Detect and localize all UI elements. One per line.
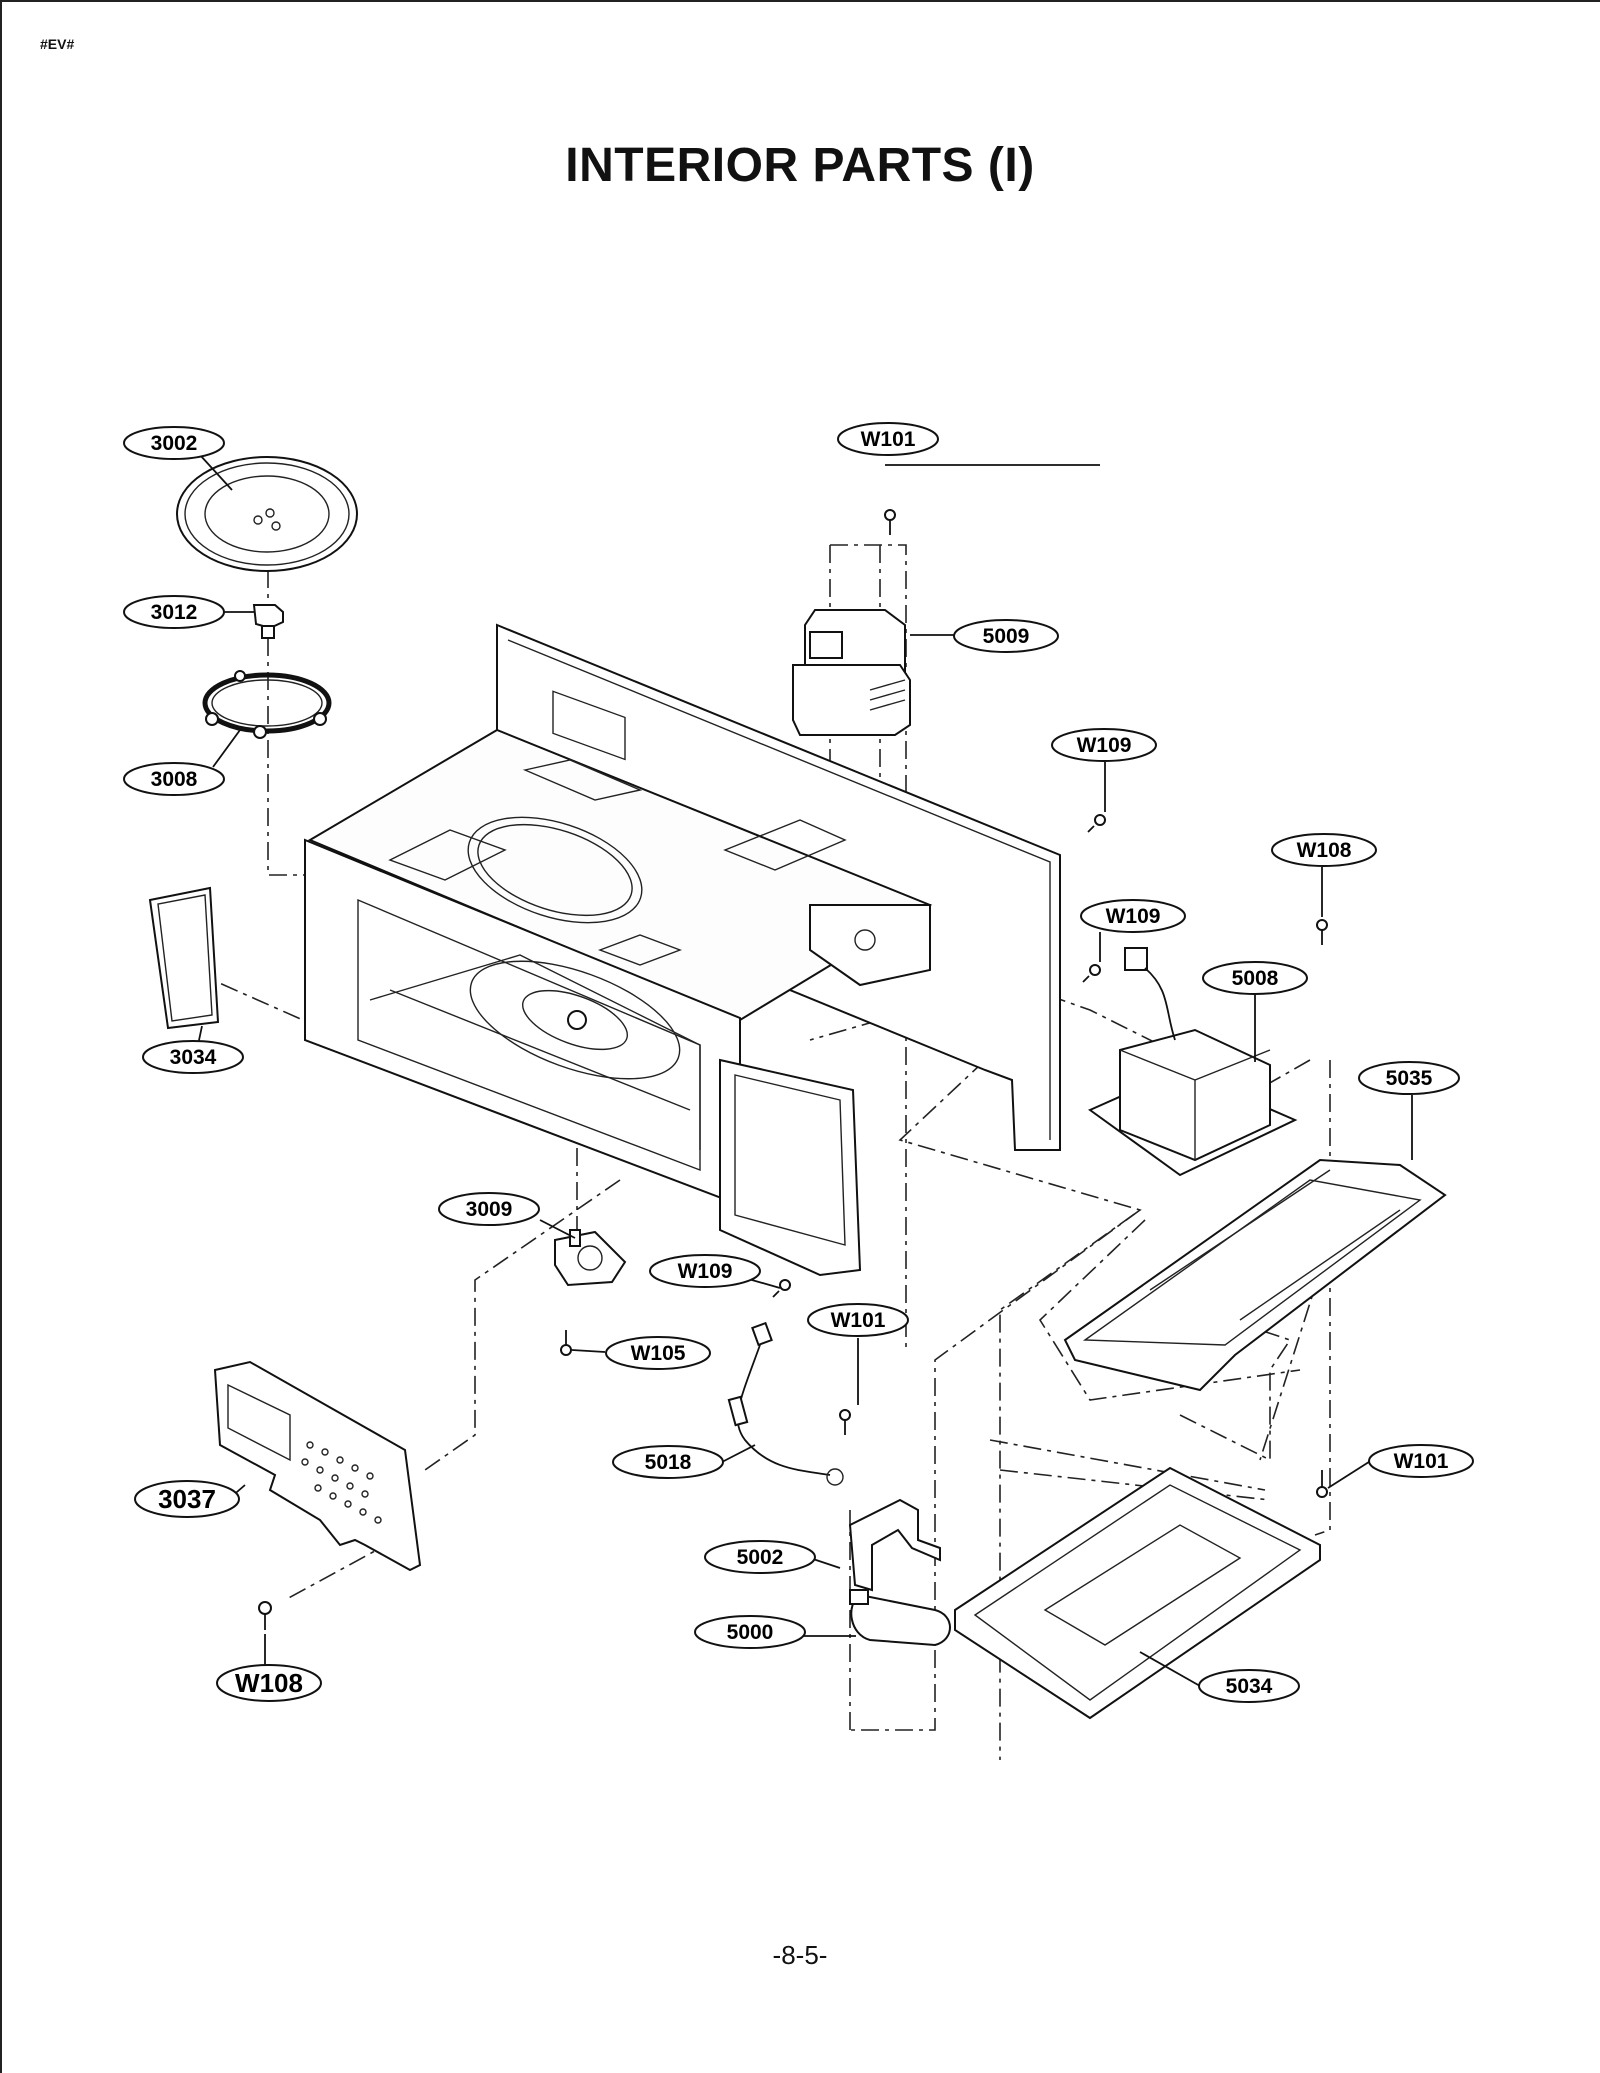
- screw-w101-top: [884, 509, 896, 535]
- corner-tag: #EV#: [40, 36, 75, 52]
- callout-3009: 3009: [438, 1192, 540, 1226]
- callout-3034: 3034: [142, 1040, 244, 1074]
- page-number: -8-5-: [772, 1940, 828, 1970]
- callout-w105: W105: [605, 1336, 711, 1370]
- callout-w108-right: W108: [1271, 833, 1377, 867]
- coupler: [252, 604, 284, 639]
- choke-cover-panel: [213, 1360, 422, 1572]
- svg-text:3037: 3037: [158, 1484, 216, 1514]
- svg-text:W109: W109: [1106, 905, 1161, 928]
- page-title: INTERIOR PARTS (I): [565, 139, 1035, 192]
- callout-w101-right: W101: [1368, 1444, 1474, 1478]
- svg-text:3009: 3009: [466, 1198, 513, 1221]
- svg-text:3008: 3008: [151, 768, 198, 791]
- roller-ring: [202, 670, 332, 739]
- callout-leader-lines: [197, 454, 1413, 1687]
- screw-w109-lower: [772, 1279, 791, 1298]
- screw-w101-mid: [839, 1409, 851, 1435]
- screw-w108-right: [1316, 919, 1328, 945]
- callout-3002: 3002: [123, 426, 225, 460]
- screw-w109-upper: [1087, 814, 1106, 833]
- svg-text:3012: 3012: [151, 601, 198, 624]
- base-frame: [1063, 1158, 1447, 1392]
- callout-5035: 5035: [1358, 1061, 1460, 1095]
- callout-5000: 5000: [694, 1615, 806, 1649]
- callout-5009: 5009: [953, 619, 1059, 653]
- screw-w109-mid: [1082, 964, 1101, 983]
- callout-3008: 3008: [123, 762, 225, 796]
- svg-text:5009: 5009: [983, 625, 1030, 648]
- svg-text:3034: 3034: [170, 1046, 217, 1069]
- svg-text:5034: 5034: [1226, 1675, 1273, 1698]
- callout-5034: 5034: [1198, 1669, 1300, 1703]
- svg-text:W109: W109: [1077, 734, 1132, 757]
- callout-w109-mid: W109: [1080, 899, 1186, 933]
- screw-w105: [560, 1330, 572, 1356]
- svg-text:3002: 3002: [151, 432, 198, 455]
- callout-3012: 3012: [123, 595, 225, 629]
- callout-w101-top: W101: [837, 422, 939, 456]
- svg-text:5000: 5000: [727, 1621, 774, 1644]
- callout-5008: 5008: [1202, 961, 1308, 995]
- wire-harness: [727, 1321, 844, 1486]
- svg-text:W101: W101: [861, 428, 916, 451]
- svg-text:5002: 5002: [737, 1546, 784, 1569]
- svg-text:5035: 5035: [1386, 1067, 1433, 1090]
- capacitor-bracket: [848, 1498, 941, 1592]
- screw-w101-right: [1316, 1470, 1328, 1498]
- waveguide-cover: [148, 886, 220, 1030]
- oven-cavity: [304, 623, 1061, 1277]
- callout-w109-upper: W109: [1051, 728, 1157, 762]
- hv-capacitor: [849, 1589, 951, 1647]
- svg-text:W101: W101: [1394, 1450, 1449, 1473]
- callout-w108-left: W108: [216, 1664, 322, 1702]
- screws: [258, 509, 1328, 1630]
- svg-text:5018: 5018: [645, 1451, 692, 1474]
- turntable-motor: [554, 1229, 627, 1287]
- magnetron: [792, 609, 911, 736]
- svg-text:W105: W105: [631, 1342, 686, 1365]
- svg-text:5008: 5008: [1232, 967, 1279, 990]
- svg-text:W109: W109: [678, 1260, 733, 1283]
- screw-w108-left: [258, 1601, 272, 1630]
- svg-text:W101: W101: [831, 1309, 886, 1332]
- callout-w109-lower: W109: [649, 1254, 761, 1288]
- base-plate: [954, 1466, 1321, 1720]
- callout-3037: 3037: [134, 1480, 240, 1518]
- callout-w101-mid: W101: [807, 1303, 909, 1337]
- svg-text:W108: W108: [235, 1668, 303, 1698]
- svg-text:W108: W108: [1297, 839, 1352, 862]
- callout-5002: 5002: [704, 1540, 816, 1574]
- callout-5018: 5018: [612, 1445, 724, 1479]
- hv-transformer: [1088, 947, 1298, 1177]
- turntable-tray: [176, 456, 358, 572]
